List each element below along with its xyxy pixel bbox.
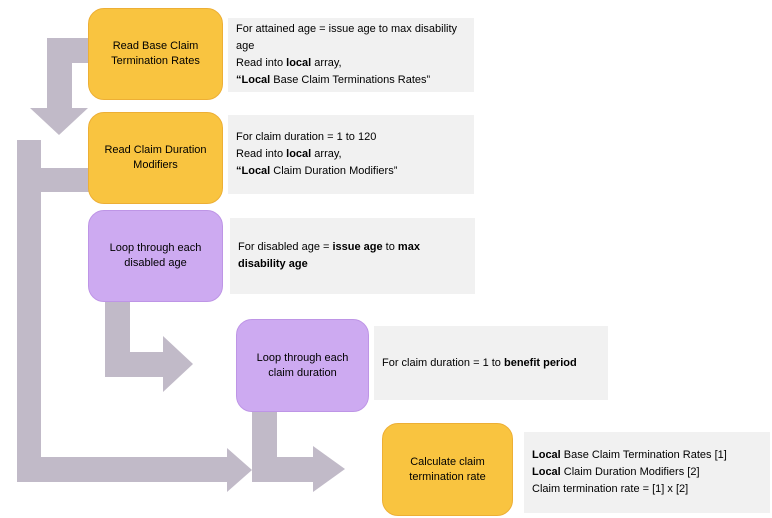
arrow-outer-loop-branch xyxy=(41,168,90,192)
arrow-down-head-icon xyxy=(30,108,88,135)
flow-box-calculate-rate: Calculate claim termination rate xyxy=(382,423,513,516)
arrow-claim-duration-horizontal xyxy=(252,457,313,482)
note-line: “Local Claim Duration Modifiers” xyxy=(236,165,398,177)
note-line: Claim termination rate = [1] x [2] xyxy=(532,483,689,495)
flow-box-read-duration-modifiers: Read Claim Duration Modifiers xyxy=(88,112,223,204)
arrow-disabled-age-horizontal xyxy=(105,352,163,377)
arrow-outer-loop-horizontal xyxy=(17,457,227,482)
flow-box-read-base-rates: Read Base Claim Termination Rates xyxy=(88,8,223,100)
note-line: For disabled age = issue age to max disa… xyxy=(238,241,420,270)
note-line: Read into local array, xyxy=(236,57,342,69)
arrow-top-elbow-vertical xyxy=(47,38,72,108)
note-loop-claim-duration: For claim duration = 1 to benefit period xyxy=(374,326,608,400)
arrow-right-head-icon xyxy=(163,336,193,392)
arrow-right-head-icon xyxy=(227,448,252,492)
note-line: For attained age = issue age to max disa… xyxy=(236,23,458,52)
note-line: Local Claim Duration Modifiers [2] xyxy=(532,466,700,478)
arrow-outer-loop-vertical xyxy=(17,140,41,482)
note-loop-disabled-age: For disabled age = issue age to max disa… xyxy=(230,218,475,294)
note-read-base-rates: For attained age = issue age to max disa… xyxy=(228,18,474,92)
note-line: “Local Base Claim Terminations Rates” xyxy=(236,74,431,86)
arrow-right-head-icon xyxy=(313,446,345,492)
note-line: Local Base Claim Termination Rates [1] xyxy=(532,449,727,461)
note-line: Read into local array, xyxy=(236,148,342,160)
note-calculate-rate: Local Base Claim Termination Rates [1] Lo… xyxy=(524,432,770,513)
flow-box-loop-claim-duration: Loop through each claim duration xyxy=(236,319,369,412)
flow-box-loop-disabled-age: Loop through each disabled age xyxy=(88,210,223,302)
note-line: For claim duration = 1 to 120 xyxy=(236,131,377,143)
note-line: For claim duration = 1 to benefit period xyxy=(382,356,577,369)
